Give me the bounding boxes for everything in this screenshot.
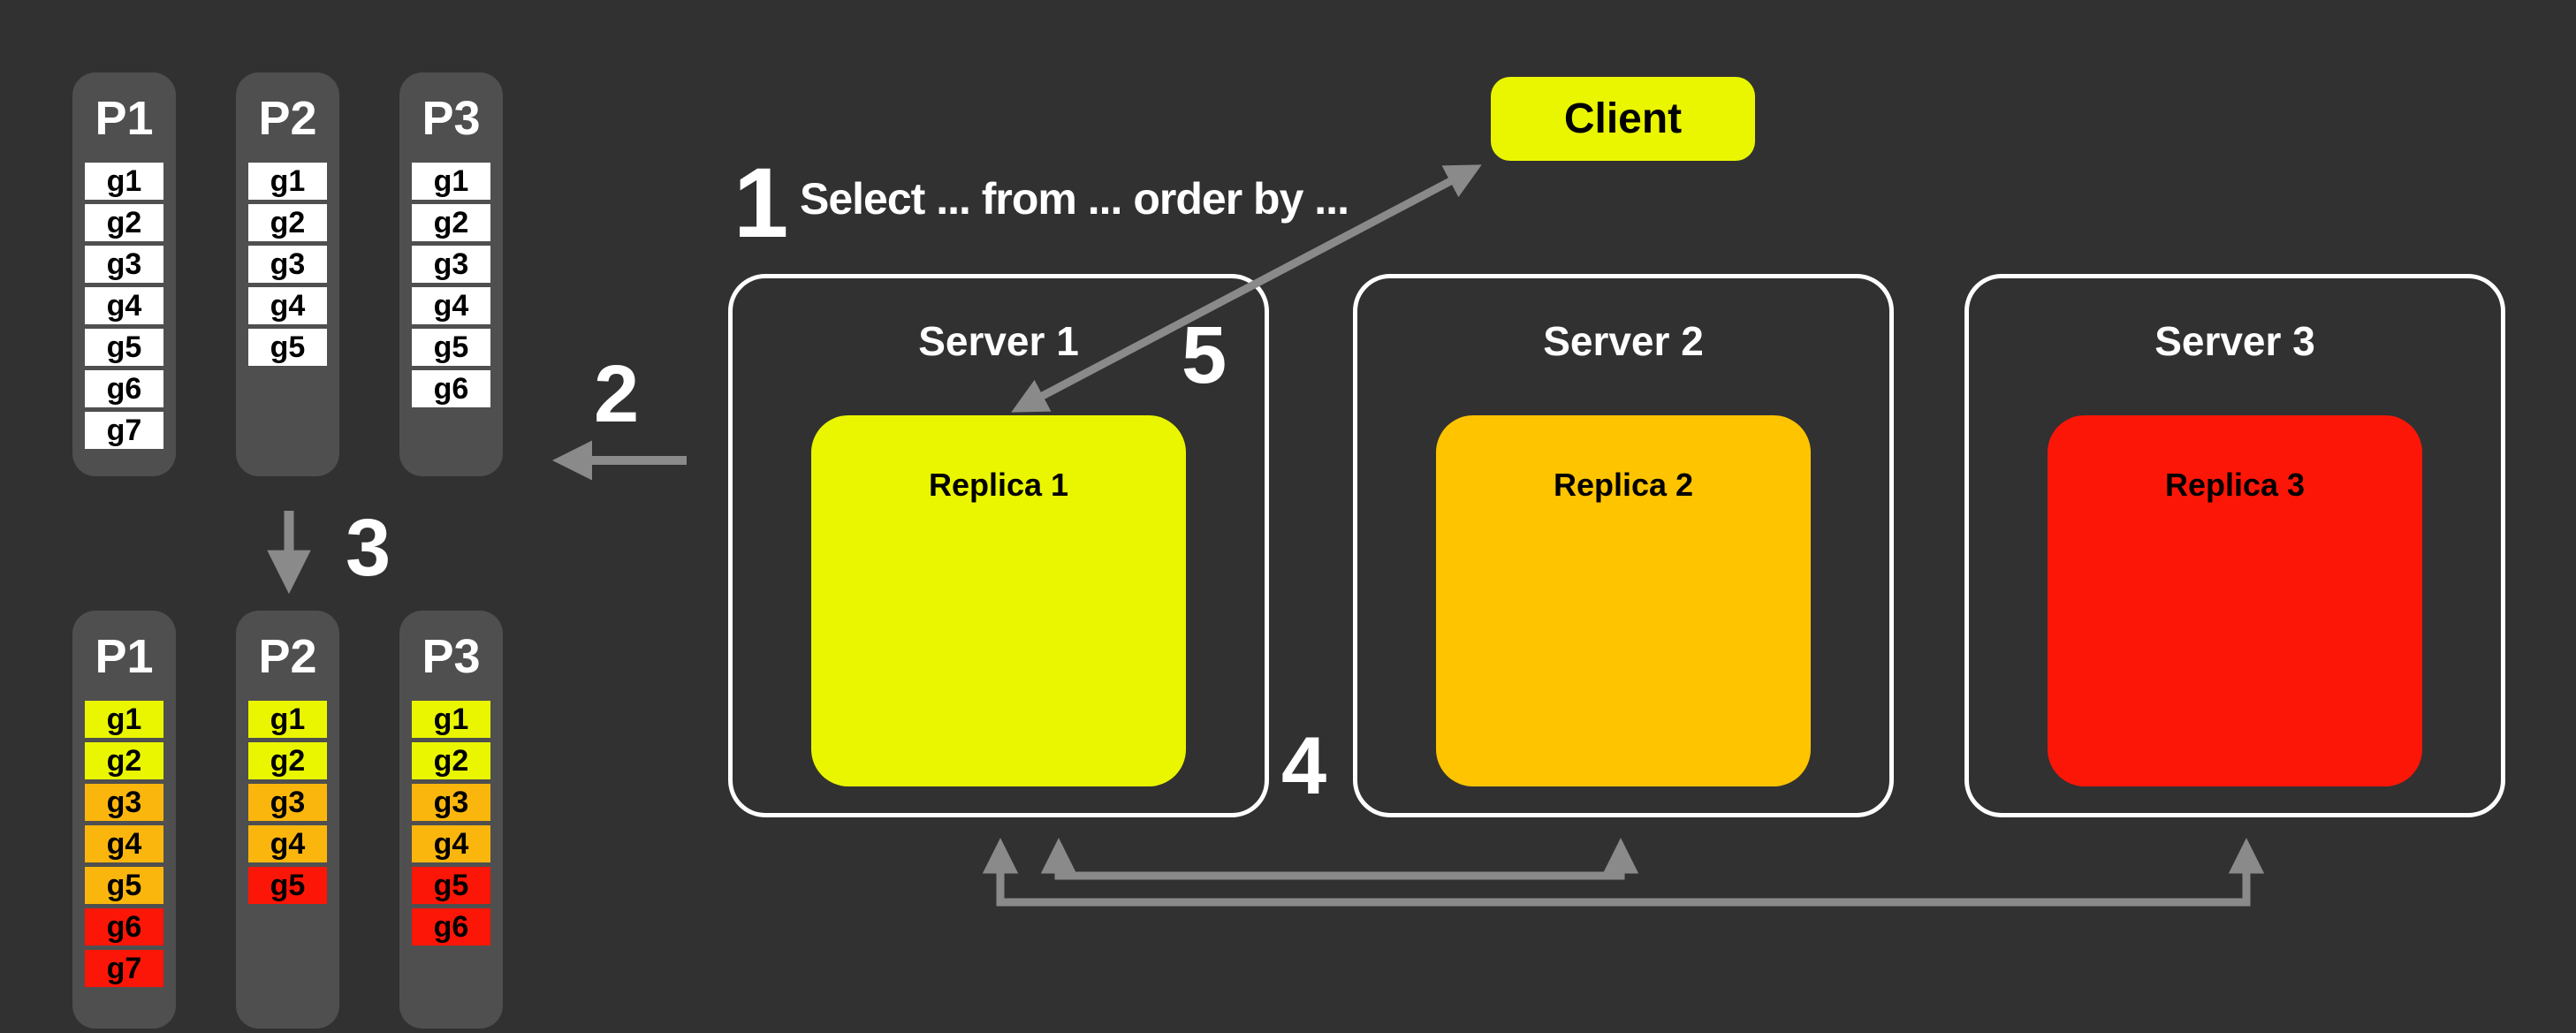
cell-list: g1 g2 g3 g4 g5 g6 g7 xyxy=(72,163,176,449)
server-3: Server 3 Replica 3 xyxy=(1964,274,2505,817)
step-1-number: 1 xyxy=(733,148,789,258)
shard-cell: g6 xyxy=(412,370,490,407)
shard-cell: g7 xyxy=(85,950,163,987)
replica-2: Replica 2 xyxy=(1436,415,1811,786)
shard-cell: g2 xyxy=(248,204,327,241)
shard-cell: g4 xyxy=(412,825,490,862)
step-2-number: 2 xyxy=(594,349,640,439)
partition-before-p1: P1 g1 g2 g3 g4 g5 g6 g7 xyxy=(72,72,176,476)
shard-cell: g5 xyxy=(248,329,327,366)
server-title: Server 2 xyxy=(1543,318,1704,364)
shard-cell: g6 xyxy=(412,908,490,946)
replica-3: Replica 3 xyxy=(2048,415,2422,786)
partition-label: P2 xyxy=(258,92,317,145)
shard-cell: g5 xyxy=(248,867,327,904)
shard-cell: g2 xyxy=(248,742,327,779)
partition-label: P1 xyxy=(95,92,154,145)
bracket-server1-server2 xyxy=(1040,838,1639,880)
partition-after-p1: P1 g1 g2 g3 g4 g5 g6 g7 xyxy=(72,611,176,1029)
shard-cell: g3 xyxy=(412,246,490,283)
shard-cell: g4 xyxy=(85,825,163,862)
shard-cell: g7 xyxy=(85,412,163,449)
cell-list: g1 g2 g3 g4 g5 xyxy=(236,701,339,904)
cell-list: g1 g2 g3 g4 g5 xyxy=(236,163,339,366)
step-3-number: 3 xyxy=(346,503,391,593)
shard-cell: g2 xyxy=(412,742,490,779)
shard-cell: g3 xyxy=(248,246,327,283)
replica-label: Replica 1 xyxy=(928,467,1069,503)
shard-cell: g1 xyxy=(85,163,163,200)
shard-cell: g2 xyxy=(412,204,490,241)
shard-cell: g5 xyxy=(85,867,163,904)
shard-cell: g3 xyxy=(85,784,163,821)
shard-cell: g5 xyxy=(85,329,163,366)
shard-cell: g1 xyxy=(248,701,327,738)
partition-after-p3: P3 g1 g2 g3 g4 g5 g6 xyxy=(399,611,503,1029)
cell-list: g1 g2 g3 g4 g5 g6 xyxy=(399,163,503,407)
shard-cell: g3 xyxy=(412,784,490,821)
client-node: Client xyxy=(1491,77,1755,161)
partition-before-p3: P3 g1 g2 g3 g4 g5 g6 xyxy=(399,72,503,476)
cell-list: g1 g2 g3 g4 g5 g6 g7 xyxy=(72,701,176,987)
shard-cell: g5 xyxy=(412,867,490,904)
partition-label: P2 xyxy=(258,630,317,683)
shard-cell: g4 xyxy=(412,287,490,324)
partition-label: P3 xyxy=(422,630,481,683)
shard-cell: g3 xyxy=(85,246,163,283)
shard-cell: g1 xyxy=(412,701,490,738)
partition-after-p2: P2 g1 g2 g3 g4 g5 xyxy=(236,611,339,1029)
query-text: Select ... from ... order by ... xyxy=(800,174,1349,224)
shard-cell: g2 xyxy=(85,204,163,241)
server-1: Server 1 Replica 1 xyxy=(728,274,1269,817)
server-2: Server 2 Replica 2 xyxy=(1353,274,1894,817)
partition-label: P3 xyxy=(422,92,481,145)
replica-1: Replica 1 xyxy=(811,415,1186,786)
bracket-server1-server3 xyxy=(982,838,2265,907)
shard-cell: g6 xyxy=(85,908,163,946)
shard-cell: g3 xyxy=(248,784,327,821)
shard-cell: g5 xyxy=(412,329,490,366)
step-4-number: 4 xyxy=(1281,721,1327,811)
shard-cell: g1 xyxy=(412,163,490,200)
shard-cell: g1 xyxy=(85,701,163,738)
shard-cell: g4 xyxy=(248,825,327,862)
replica-label: Replica 3 xyxy=(2164,467,2306,503)
shard-cell: g6 xyxy=(85,370,163,407)
server-title: Server 3 xyxy=(2154,318,2315,364)
shard-cell: g1 xyxy=(248,163,327,200)
partition-label: P1 xyxy=(95,630,154,683)
step-5-number: 5 xyxy=(1182,310,1227,400)
shard-cell: g4 xyxy=(248,287,327,324)
shard-cell: g4 xyxy=(85,287,163,324)
partition-before-p2: P2 g1 g2 g3 g4 g5 xyxy=(236,72,339,476)
shard-cell: g2 xyxy=(85,742,163,779)
replica-label: Replica 2 xyxy=(1553,467,1694,503)
cell-list: g1 g2 g3 g4 g5 g6 xyxy=(399,701,503,946)
